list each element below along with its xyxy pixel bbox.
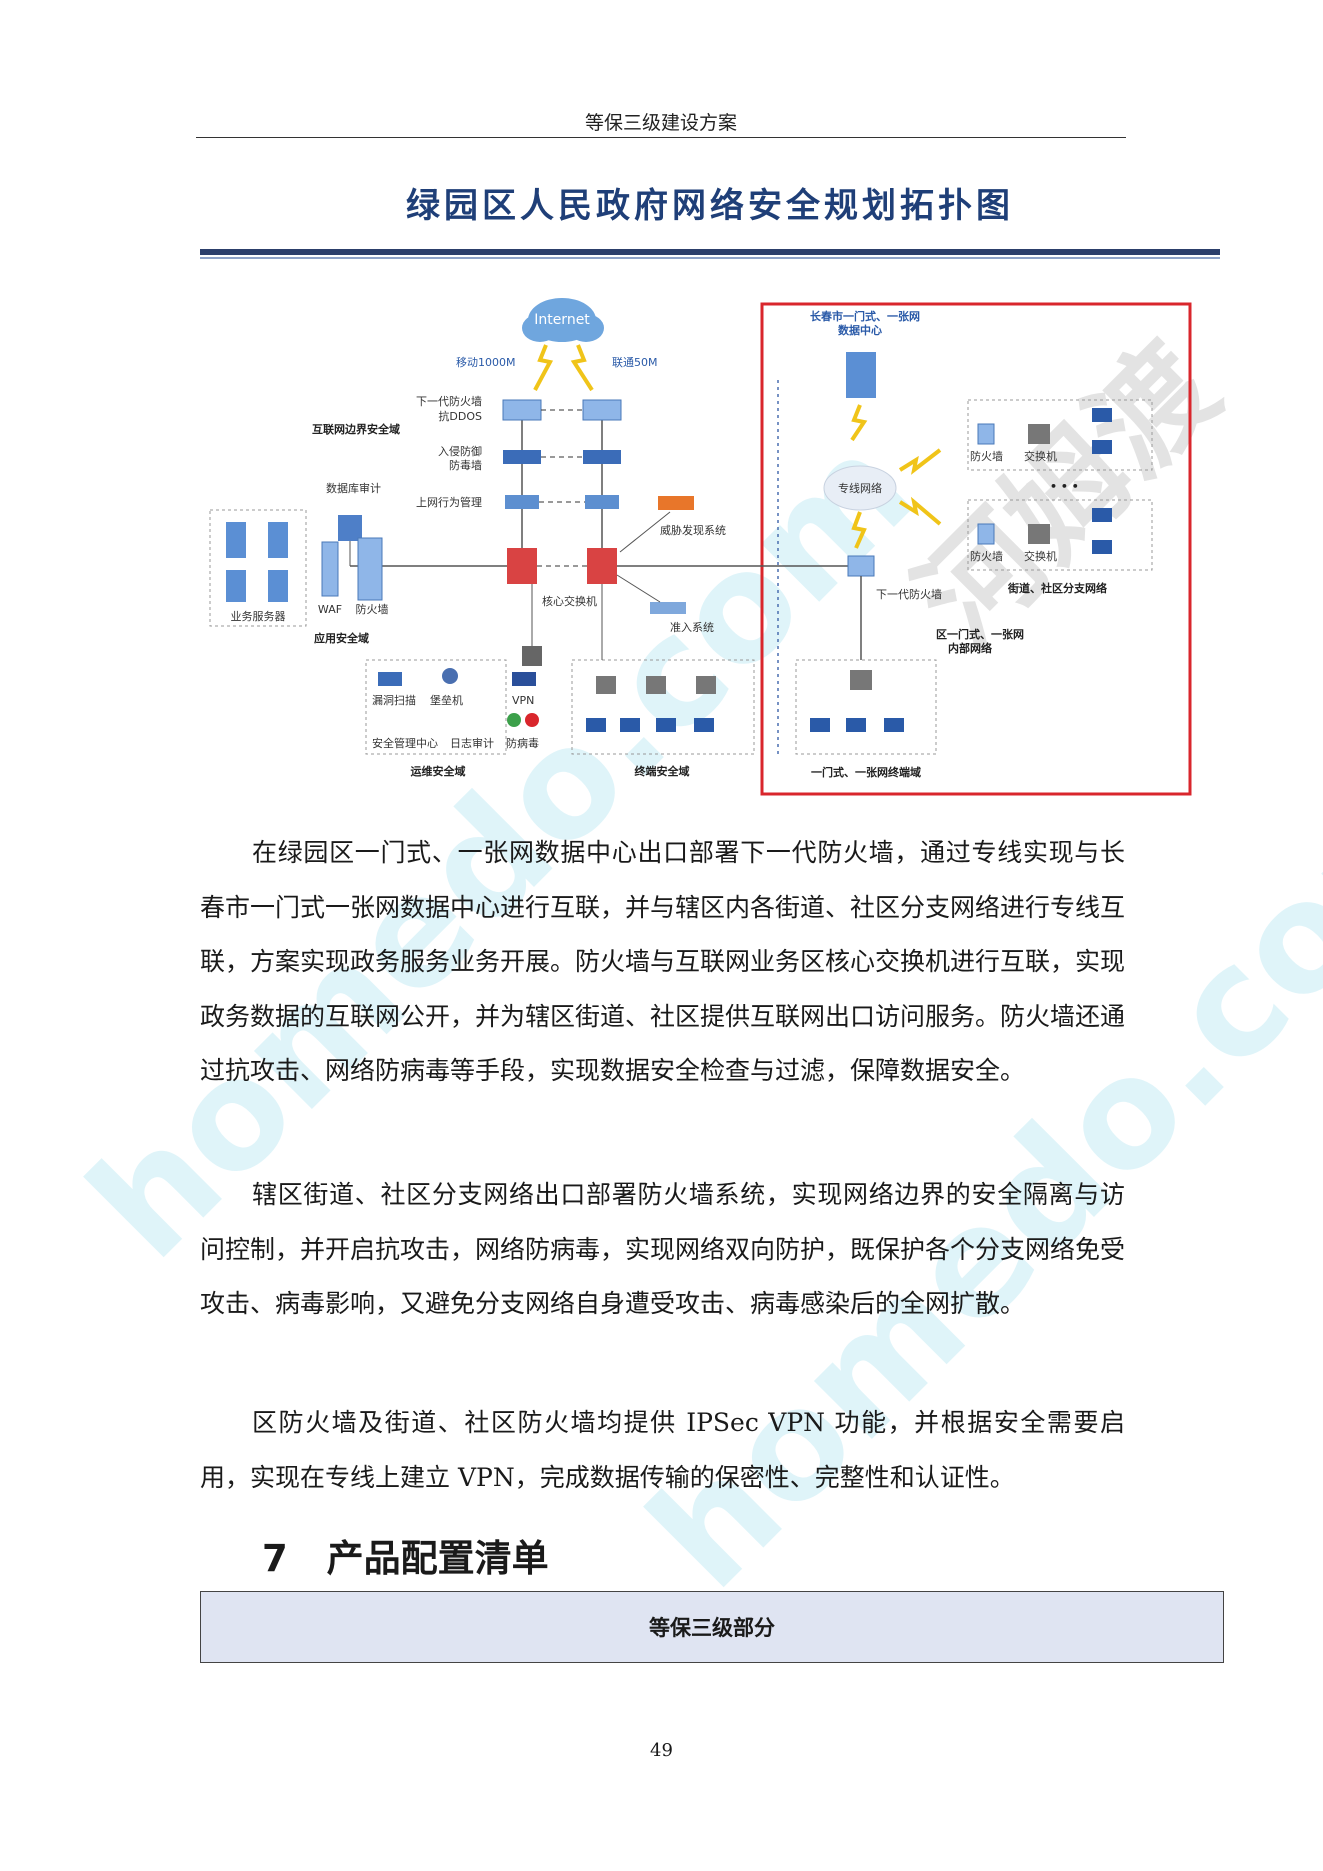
title-bar-thin bbox=[200, 257, 1220, 259]
soc-label: 安全管理中心 bbox=[372, 736, 438, 750]
core-switch-label: 核心交换机 bbox=[542, 594, 597, 608]
running-header: 等保三级建设方案 bbox=[584, 112, 737, 134]
title-bar bbox=[200, 249, 1220, 255]
access-device-icon bbox=[650, 602, 686, 614]
ngfw-ddos-label-2: 抗DDOS bbox=[438, 409, 482, 423]
cloud-icon bbox=[522, 298, 604, 342]
mobile-link-label: 移动1000M bbox=[456, 356, 516, 369]
cloud-icon bbox=[823, 465, 897, 511]
lightning-icon bbox=[898, 448, 942, 475]
ips-label: 入侵防御 bbox=[438, 444, 482, 458]
terminal-net-devices bbox=[810, 670, 904, 732]
firewall-label: 防火墙 bbox=[356, 602, 389, 616]
waf-label: WAF bbox=[318, 603, 342, 616]
table-header-cell: 等保三级部分 bbox=[200, 1591, 1224, 1663]
page-number: 49 bbox=[650, 1740, 673, 1761]
ngfw-ddos-label: 下一代防火墙 bbox=[416, 394, 482, 408]
branch-switch-label-2: 交换机 bbox=[1024, 549, 1057, 563]
terminal-devices bbox=[586, 676, 716, 732]
ops-domain-label: 运维安全域 bbox=[411, 764, 466, 778]
paragraph-1: 在绿园区一门式、一张网数据中心出口部署下一代防火墙，通过专线实现与长春市一门式一… bbox=[200, 838, 1126, 1085]
cc-dc-label: 长春市一门式、一张网 bbox=[810, 309, 920, 323]
vuln-scan-label: 漏洞扫描 bbox=[372, 693, 416, 707]
threat-device-icon bbox=[658, 496, 694, 510]
figure-title: 绿园区人民政府网络安全规划拓扑图 bbox=[406, 186, 1014, 226]
dots-label: • • • bbox=[1050, 480, 1079, 493]
lightning-icon bbox=[851, 511, 867, 549]
unicom-link-label: 联通50M bbox=[612, 356, 658, 369]
section-title: 产品配置清单 bbox=[326, 1537, 549, 1580]
district-net-label: 区一门式、一张网 bbox=[936, 627, 1024, 641]
paragraph-2: 辖区街道、社区分支网络出口部署防火墙系统，实现网络边界的安全隔离与访问控制，并开… bbox=[200, 1180, 1126, 1318]
biz-server-label: 业务服务器 bbox=[231, 610, 286, 623]
behavior-mgmt-device bbox=[505, 495, 619, 509]
bastion-label: 堡垒机 bbox=[430, 693, 463, 707]
branch-fw-label: 防火墙 bbox=[970, 449, 1003, 463]
ips-label-2: 防毒墙 bbox=[449, 458, 482, 472]
lightning-icon bbox=[570, 344, 594, 392]
section-number: 7 bbox=[262, 1537, 288, 1580]
branch-fw-label-2: 防火墙 bbox=[970, 549, 1003, 563]
waf-device-icon bbox=[321, 541, 339, 597]
internet-label: Internet bbox=[534, 312, 590, 328]
behavior-label: 上网行为管理 bbox=[416, 495, 482, 509]
db-audit-icon bbox=[338, 515, 362, 541]
terminal-domain-label: 终端安全域 bbox=[635, 764, 690, 778]
ops-devices bbox=[378, 668, 539, 727]
threat-label: 威胁发现系统 bbox=[660, 523, 726, 537]
server-icon bbox=[226, 522, 288, 602]
building-icon bbox=[846, 352, 876, 398]
db-audit-label: 数据库审计 bbox=[326, 481, 381, 495]
cc-dc-label-2: 数据中心 bbox=[838, 323, 882, 337]
paragraph-3: 区防火墙及街道、社区防火墙均提供 IPSec VPN 功能，并根据安全需要启用，… bbox=[200, 1408, 1125, 1492]
header-rule bbox=[196, 137, 1126, 138]
network-topology-diagram: Internet 移动1000M 联通50M 下一代防火墙 抗DDOS 互联网边… bbox=[209, 298, 1192, 796]
firewall-device-icon bbox=[357, 537, 383, 601]
ngfw-ddos-device bbox=[502, 399, 622, 421]
app-domain-label: 应用安全域 bbox=[314, 631, 369, 645]
core-switch-icon bbox=[507, 548, 617, 584]
vpn-label: VPN bbox=[512, 694, 534, 707]
ips-device bbox=[503, 450, 621, 464]
lightning-icon bbox=[898, 496, 942, 526]
switch-icon bbox=[522, 646, 542, 666]
terminal-net-label: 一门式、一张网终端域 bbox=[811, 765, 921, 779]
branch-switch-label: 交换机 bbox=[1024, 449, 1057, 463]
branch-network-label: 街道、社区分支网络 bbox=[1007, 581, 1107, 595]
red-highlight-box bbox=[760, 302, 1192, 796]
internet-border-domain-label: 互联网边界安全域 bbox=[312, 422, 400, 436]
branch-devices bbox=[977, 408, 1112, 554]
private-net-label: 专线网络 bbox=[838, 481, 882, 495]
antivirus-label: 防病毒 bbox=[506, 736, 539, 750]
district-net-label-2: 内部网络 bbox=[948, 641, 992, 655]
ngfw-label: 下一代防火墙 bbox=[876, 587, 942, 601]
log-audit-label: 日志审计 bbox=[450, 736, 494, 750]
access-label: 准入系统 bbox=[670, 621, 714, 634]
lightning-icon bbox=[533, 344, 554, 391]
ngfw-device-icon bbox=[847, 555, 875, 577]
section-heading: 7 产品配置清单 bbox=[262, 1528, 549, 1582]
lightning-icon bbox=[850, 404, 868, 442]
